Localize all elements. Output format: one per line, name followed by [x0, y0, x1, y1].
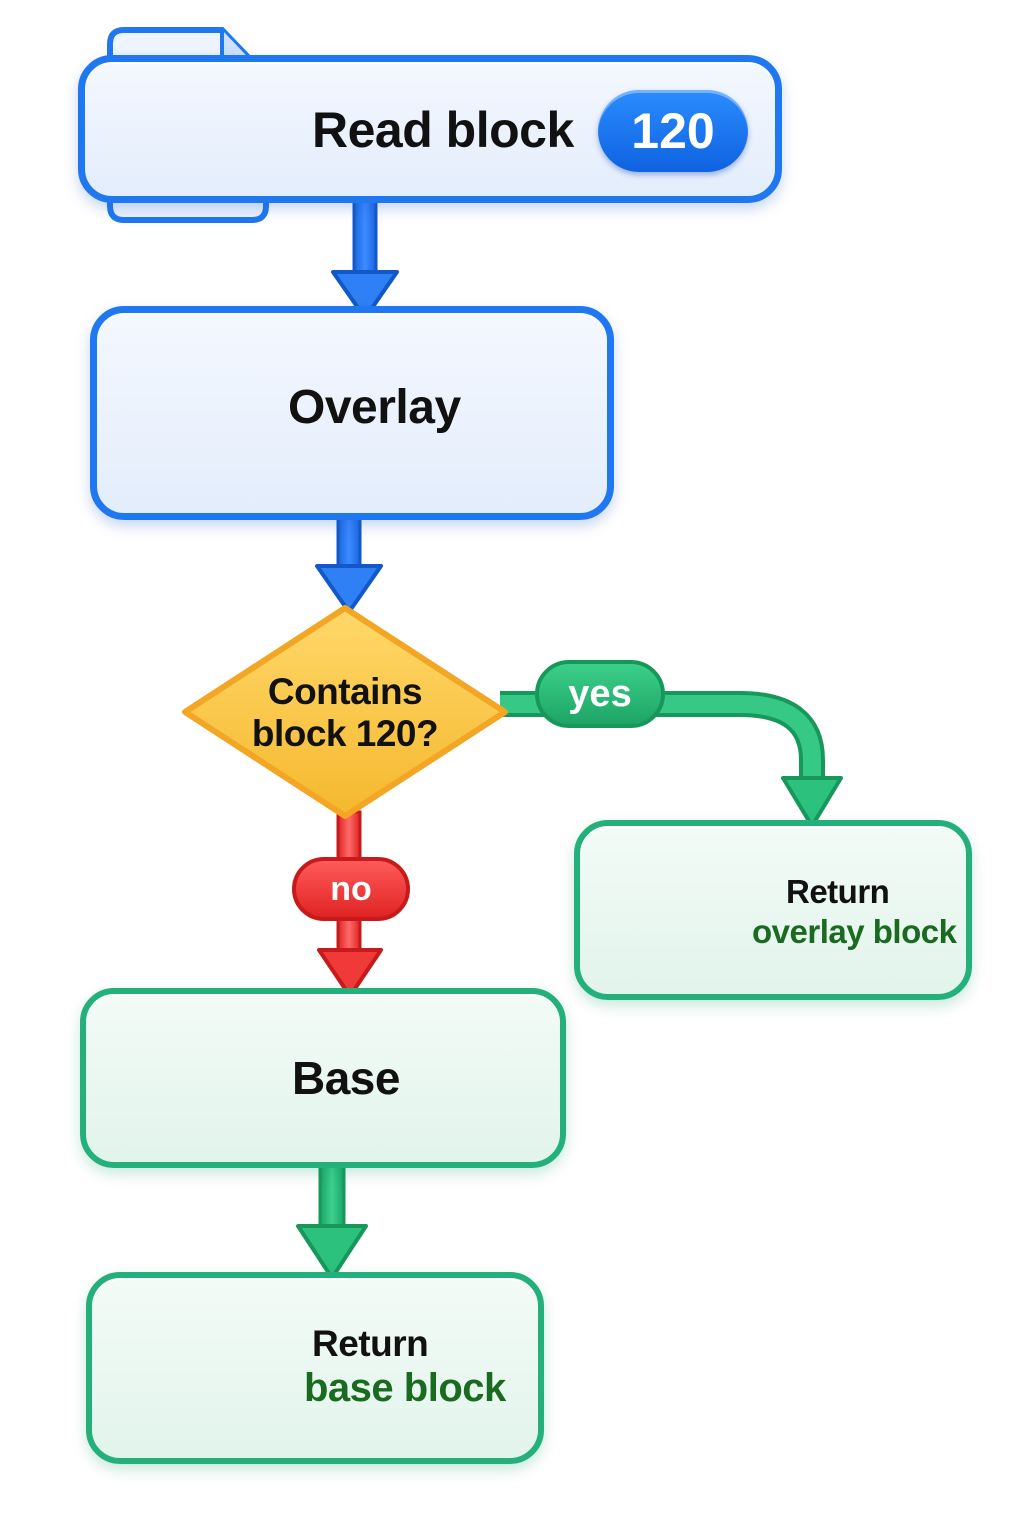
return-overlay-line-1: Return — [786, 873, 890, 910]
decision-diamond — [182, 605, 508, 819]
return-base-line-2: base block — [304, 1366, 506, 1410]
block-number-badge: 120 — [598, 90, 748, 172]
arrow-yes-branch — [500, 691, 843, 828]
yes-branch-label: yes — [535, 660, 665, 728]
decision-line-1: Contains — [267, 671, 423, 712]
return-base-line-1: Return — [312, 1323, 429, 1364]
arrow-base-to-return — [296, 1164, 368, 1280]
arrow-read-to-overlay — [331, 198, 399, 320]
no-branch-label: no — [292, 857, 410, 921]
return-overlay-node — [574, 820, 972, 1000]
base-label: Base — [292, 1052, 400, 1104]
overlay-node — [90, 306, 614, 520]
return-base-node — [86, 1272, 544, 1464]
return-overlay-line-2: overlay block — [752, 913, 957, 950]
read-block-label: Read block — [312, 102, 574, 158]
base-node — [80, 988, 566, 1168]
overlay-label: Overlay — [288, 381, 461, 434]
decision-line-2: block 120? — [251, 713, 439, 754]
arrow-overlay-to-decision — [315, 516, 383, 614]
